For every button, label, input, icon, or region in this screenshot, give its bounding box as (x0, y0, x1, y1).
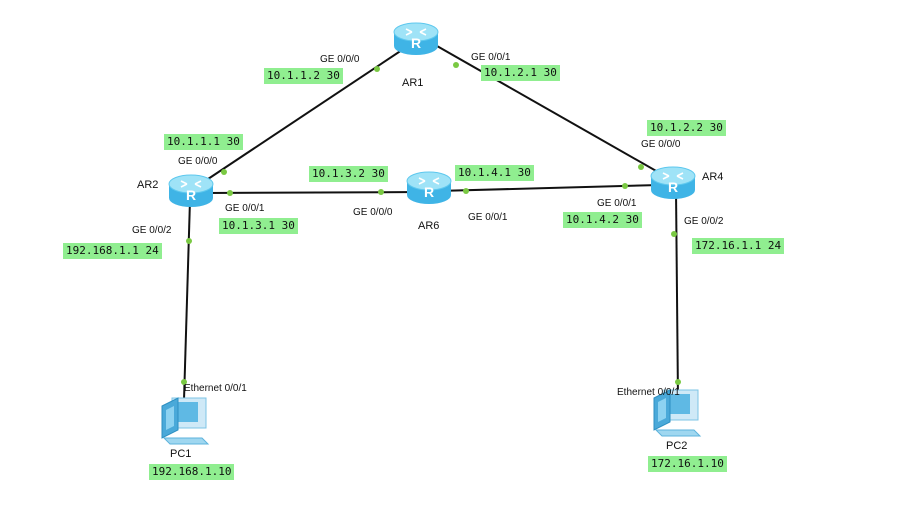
ip-label-ar4-g002: 172.16.1.1 24 (692, 238, 785, 254)
pc1-icon[interactable] (161, 397, 209, 445)
iface-name-ar6-g001: GE 0/0/1 (468, 212, 508, 223)
port-dot-ar4-g002 (671, 231, 677, 237)
ip-label-ar1-g001: 10.1.2.1 30 (481, 65, 560, 81)
link-ar1-ar4[interactable] (429, 41, 673, 181)
iface-name-ar1-g001: GE 0/0/1 (471, 52, 511, 63)
iface-name-ar2-g000: GE 0/0/0 (178, 156, 218, 167)
device-label-ar6: AR6 (418, 220, 440, 232)
port-dot-ar1-g000 (374, 66, 380, 72)
port-dot-ar6-g000 (378, 189, 384, 195)
device-label-pc2: PC2 (666, 440, 688, 452)
link-ar4-pc2[interactable] (675, 189, 679, 401)
ip-label-ar4-g000: 10.1.2.2 30 (647, 120, 726, 136)
ip-label-pc2: 172.16.1.10 (648, 456, 727, 472)
port-dot-ar2-g001 (227, 190, 233, 196)
iface-name-ar1-g000: GE 0/0/0 (320, 54, 360, 65)
iface-name-ar2-g001: GE 0/0/1 (225, 203, 265, 214)
ip-label-ar2-g002: 192.168.1.1 24 (63, 243, 162, 259)
port-dot-ar1-g001 (453, 62, 459, 68)
ip-label-pc1: 192.168.1.10 (149, 464, 235, 480)
ip-label-ar6-g001: 10.1.4.1 30 (455, 165, 534, 181)
ip-label-ar2-g000: 10.1.1.1 30 (164, 134, 243, 150)
iface-name-ar4-g002: GE 0/0/2 (684, 216, 724, 227)
ip-label-ar2-g001: 10.1.3.1 30 (219, 218, 298, 234)
router-ar6-icon[interactable] (406, 171, 452, 205)
port-dot-ar2-g002 (186, 238, 192, 244)
iface-name-ar4-g001: GE 0/0/1 (597, 198, 637, 209)
device-label-pc1: PC1 (170, 448, 192, 460)
iface-name-ar6-g000: GE 0/0/0 (353, 207, 393, 218)
device-label-ar2: AR2 (137, 179, 159, 191)
iface-name-ar2-g002: GE 0/0/2 (132, 225, 172, 236)
router-ar2-icon[interactable] (168, 174, 214, 208)
ip-label-ar4-g001: 10.1.4.2 30 (563, 212, 642, 228)
device-label-ar4: AR4 (702, 171, 724, 183)
device-label-ar1: AR1 (402, 77, 424, 89)
port-dot-ar4-g001 (622, 183, 628, 189)
port-dot-pc1 (181, 379, 187, 385)
port-dot-pc2 (675, 379, 681, 385)
port-dot-ar6-g001 (463, 188, 469, 194)
port-dot-ar4-g000 (638, 164, 644, 170)
router-ar1-icon[interactable] (393, 22, 439, 56)
ip-label-ar1-g000: 10.1.1.2 30 (264, 68, 343, 84)
iface-name-pc1-eth: Ethernet 0/0/1 (184, 383, 247, 394)
iface-name-pc2-eth: Ethernet 0/0/1 (617, 387, 680, 398)
ip-label-ar6-g000: 10.1.3.2 30 (309, 166, 388, 182)
port-dots (181, 62, 681, 385)
iface-name-ar4-g000: GE 0/0/0 (641, 139, 681, 150)
router-ar4-icon[interactable] (650, 166, 696, 200)
port-dot-ar2-g000 (221, 169, 227, 175)
link-ar2-pc1[interactable] (183, 199, 191, 401)
link-ar2-ar6[interactable] (204, 191, 426, 194)
